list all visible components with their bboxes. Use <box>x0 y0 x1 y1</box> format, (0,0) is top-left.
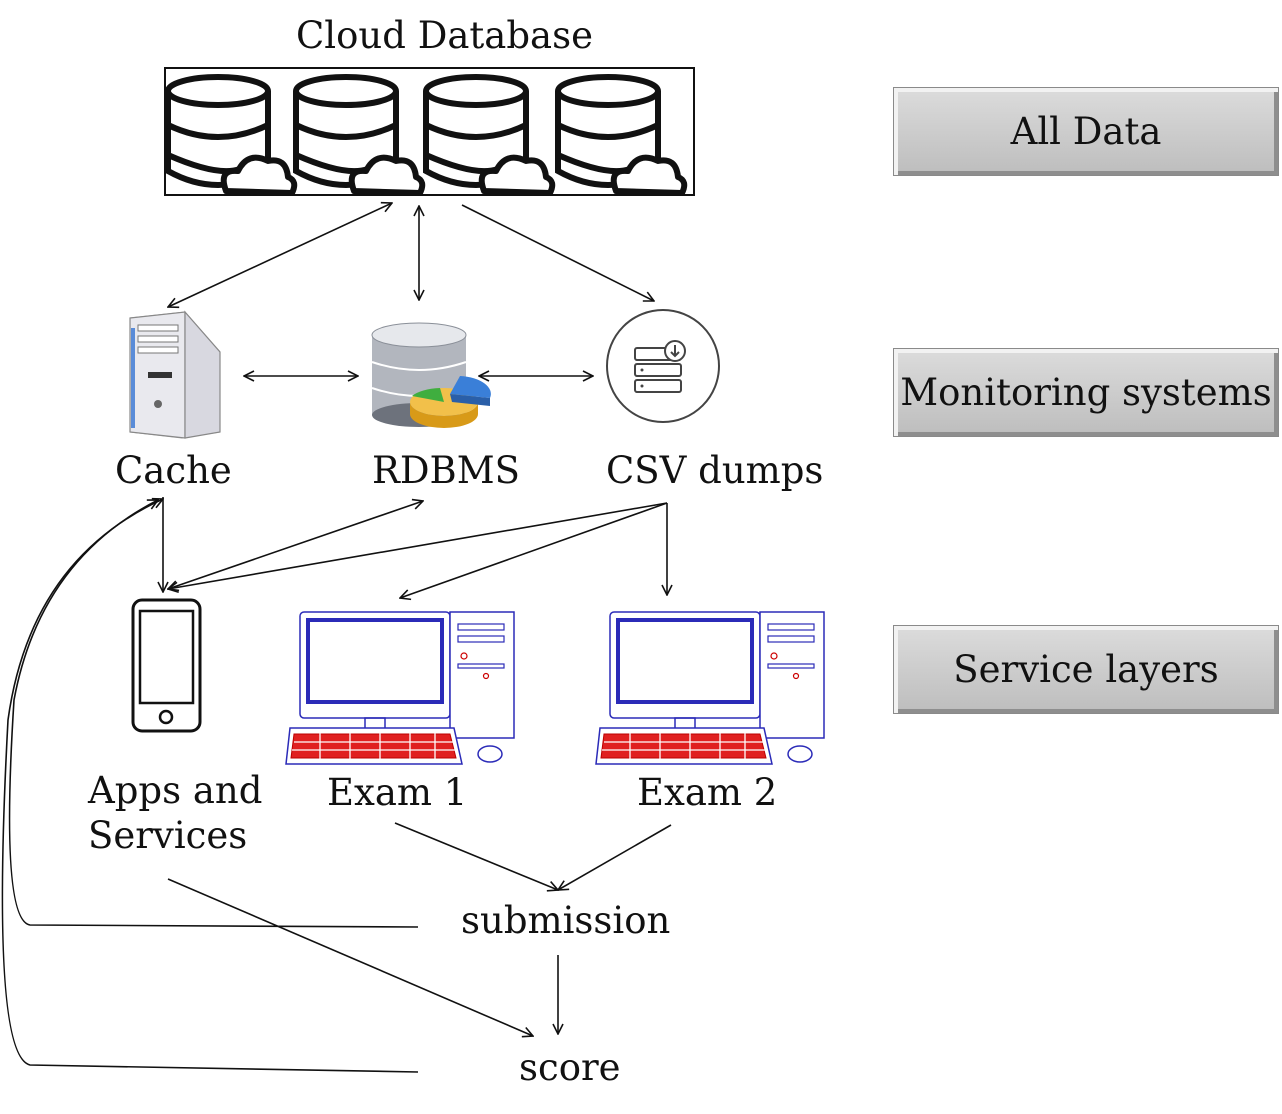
cloud-database-title: Cloud Database <box>296 14 593 57</box>
submission-label: submission <box>461 899 671 942</box>
exam-2-computer-icon <box>594 610 826 766</box>
layer-monitoring-systems: Monitoring systems <box>893 348 1279 437</box>
exam-1-computer-icon <box>284 610 516 766</box>
rdbms-database-icon <box>371 322 491 428</box>
exam-2-label: Exam 2 <box>637 771 778 814</box>
csv-dumps-icon <box>606 309 720 423</box>
rdbms-label: RDBMS <box>372 449 520 492</box>
score-label: score <box>519 1046 621 1089</box>
csv-dumps-label: CSV dumps <box>606 449 824 492</box>
apps-services-label-line2: Services <box>88 814 248 857</box>
apps-services-label-line1: Apps and <box>88 769 263 812</box>
cache-label: Cache <box>115 449 232 492</box>
layer-all-data: All Data <box>893 87 1279 176</box>
connection-arrows <box>1 203 671 1073</box>
exam-1-label: Exam 1 <box>327 771 468 814</box>
cloud-database-icon <box>164 67 695 196</box>
phone-icon <box>131 598 202 733</box>
cache-server-icon <box>129 310 221 439</box>
layer-service-layers: Service layers <box>893 625 1279 714</box>
